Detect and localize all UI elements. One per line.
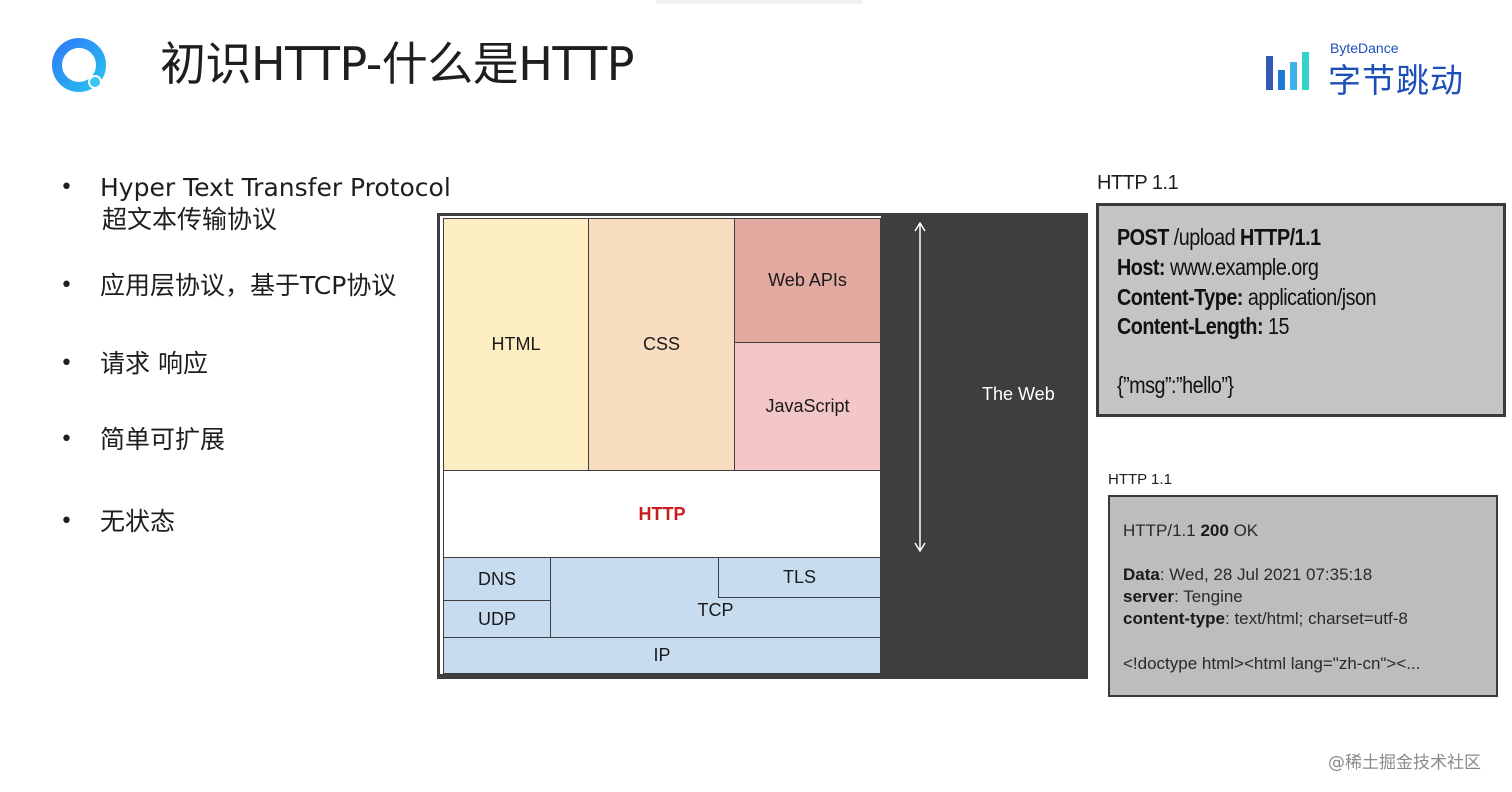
response-header-content-type: content-type: text/html; charset=utf-8 — [1123, 609, 1408, 629]
header-value: : Tengine — [1174, 587, 1243, 606]
bullet-text: 应用层协议，基于TCP协议 — [100, 271, 397, 300]
request-header-content-type: Content-Type: application/json — [1117, 284, 1376, 311]
the-web-label: The Web — [982, 384, 1055, 404]
top-decoration-strip — [656, 0, 862, 4]
http-request-box: POST /upload HTTP/1.1 Host: www.example.… — [1096, 203, 1506, 417]
response-caption: HTTP 1.1 — [1108, 471, 1172, 488]
status-code: 200 — [1200, 521, 1229, 540]
request-line: POST /upload HTTP/1.1 — [1117, 224, 1321, 251]
ip-layer: IP — [443, 637, 881, 674]
bullet-dot: • — [60, 175, 73, 200]
header-value: www.example.org — [1164, 254, 1319, 280]
request-header-host: Host: www.example.org — [1117, 254, 1319, 281]
udp-layer: UDP — [443, 600, 551, 638]
brand-name-cn: 字节跳动 — [1328, 61, 1464, 100]
bullet-text: 简单可扩展 — [100, 425, 226, 454]
request-header-content-length: Content-Length: 15 — [1117, 313, 1290, 340]
bullet-text: Hyper Text Transfer Protocol — [100, 173, 451, 202]
response-header-data: Data: Wed, 28 Jul 2021 07:35:18 — [1123, 565, 1372, 585]
bullet-subtext: 超文本传输协议 — [102, 205, 278, 234]
response-body: <!doctype html><html lang="zh-cn"><... — [1123, 654, 1421, 673]
header-value: application/json — [1242, 284, 1377, 310]
request-method: POST — [1117, 224, 1169, 250]
bullet-dot: • — [60, 351, 73, 376]
brand-name-en: ByteDance — [1330, 40, 1399, 56]
header-key: Host: — [1117, 254, 1165, 280]
bullet-text: 无状态 — [100, 507, 176, 536]
bytedance-logo: ByteDance 字节跳动 — [1264, 40, 1474, 100]
response-header-server: server: Tengine — [1123, 587, 1243, 607]
request-version: HTTP/1.1 — [1240, 224, 1321, 250]
header-value: 15 — [1263, 313, 1290, 339]
bullet-dot: • — [60, 273, 73, 298]
request-caption: HTTP 1.1 — [1097, 172, 1179, 194]
bullet-dot: • — [60, 509, 73, 534]
http-response-box: HTTP/1.1 200 OK Data: Wed, 28 Jul 2021 0… — [1108, 495, 1498, 697]
status-prefix: HTTP/1.1 — [1123, 521, 1201, 540]
dns-layer: DNS — [443, 557, 551, 601]
course-logo-icon — [52, 38, 106, 92]
http-layer: HTTP — [443, 470, 881, 558]
status-line: HTTP/1.1 200 OK — [1123, 521, 1258, 541]
status-text: OK — [1228, 521, 1259, 540]
request-path: /upload — [1168, 224, 1241, 250]
html-layer: HTML — [443, 218, 589, 471]
css-layer: CSS — [588, 218, 735, 471]
header-value: : text/html; charset=utf-8 — [1225, 609, 1408, 628]
request-body: {”msg”:”hello”} — [1117, 372, 1234, 398]
double-arrow-icon — [914, 221, 926, 553]
header-key: Content-Length: — [1117, 313, 1264, 339]
page-title: 初识HTTP-什么是HTTP — [160, 37, 635, 91]
header-key: server — [1123, 587, 1175, 606]
bytedance-bars-icon — [1266, 52, 1309, 90]
header-key: Content-Type: — [1117, 284, 1243, 310]
watermark: @稀土掘金技术社区 — [1328, 753, 1481, 773]
header-key: content-type — [1123, 609, 1225, 628]
tls-layer: TLS — [718, 557, 881, 598]
header-key: Data — [1123, 565, 1160, 584]
web-apis-layer: Web APIs — [734, 218, 881, 343]
bullet-text: 请求 响应 — [100, 349, 208, 378]
javascript-layer: JavaScript — [734, 342, 881, 471]
header-value: : Wed, 28 Jul 2021 07:35:18 — [1159, 565, 1373, 584]
bullet-dot: • — [60, 427, 73, 452]
